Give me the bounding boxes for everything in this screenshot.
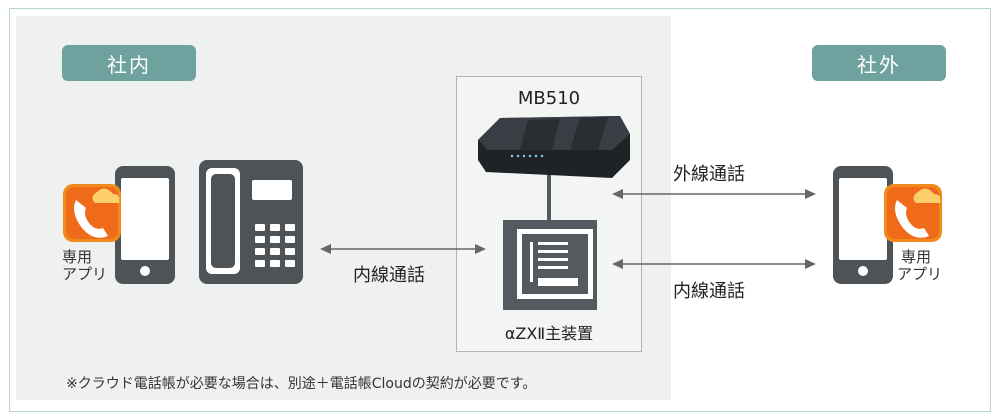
router-label: MB510 <box>517 88 581 109</box>
internal-call-arrow-right <box>612 259 816 269</box>
internal-call-arrow-left <box>320 244 486 254</box>
external-zone-label: 社外 <box>812 45 946 81</box>
app-label-internal-line2: アプリ <box>62 265 108 283</box>
router-icon <box>478 116 630 222</box>
main-unit-icon <box>503 220 597 310</box>
external-call-arrow <box>612 189 816 199</box>
phone-app-icon-external <box>884 184 942 242</box>
smartphone-icon-external <box>833 166 893 284</box>
footnote: ※クラウド電話帳が必要な場合は、別途＋電話帳Cloudの契約が必要です。 <box>66 376 537 392</box>
main-unit-label: αZXⅡ主装置 <box>504 324 594 343</box>
app-label-external-line1: 専用 <box>901 248 932 266</box>
internal-call-label-right: 内線通話 <box>673 281 745 302</box>
external-call-label: 外線通話 <box>673 164 745 185</box>
phone-app-icon-internal <box>63 184 121 242</box>
app-label-external-line2: アプリ <box>897 265 943 283</box>
desk-phone-icon <box>199 160 303 284</box>
internal-zone-label: 社内 <box>62 45 196 81</box>
internal-call-label-left: 内線通話 <box>353 265 425 286</box>
smartphone-icon-internal <box>115 166 175 284</box>
app-label-internal-line1: 専用 <box>62 248 93 266</box>
